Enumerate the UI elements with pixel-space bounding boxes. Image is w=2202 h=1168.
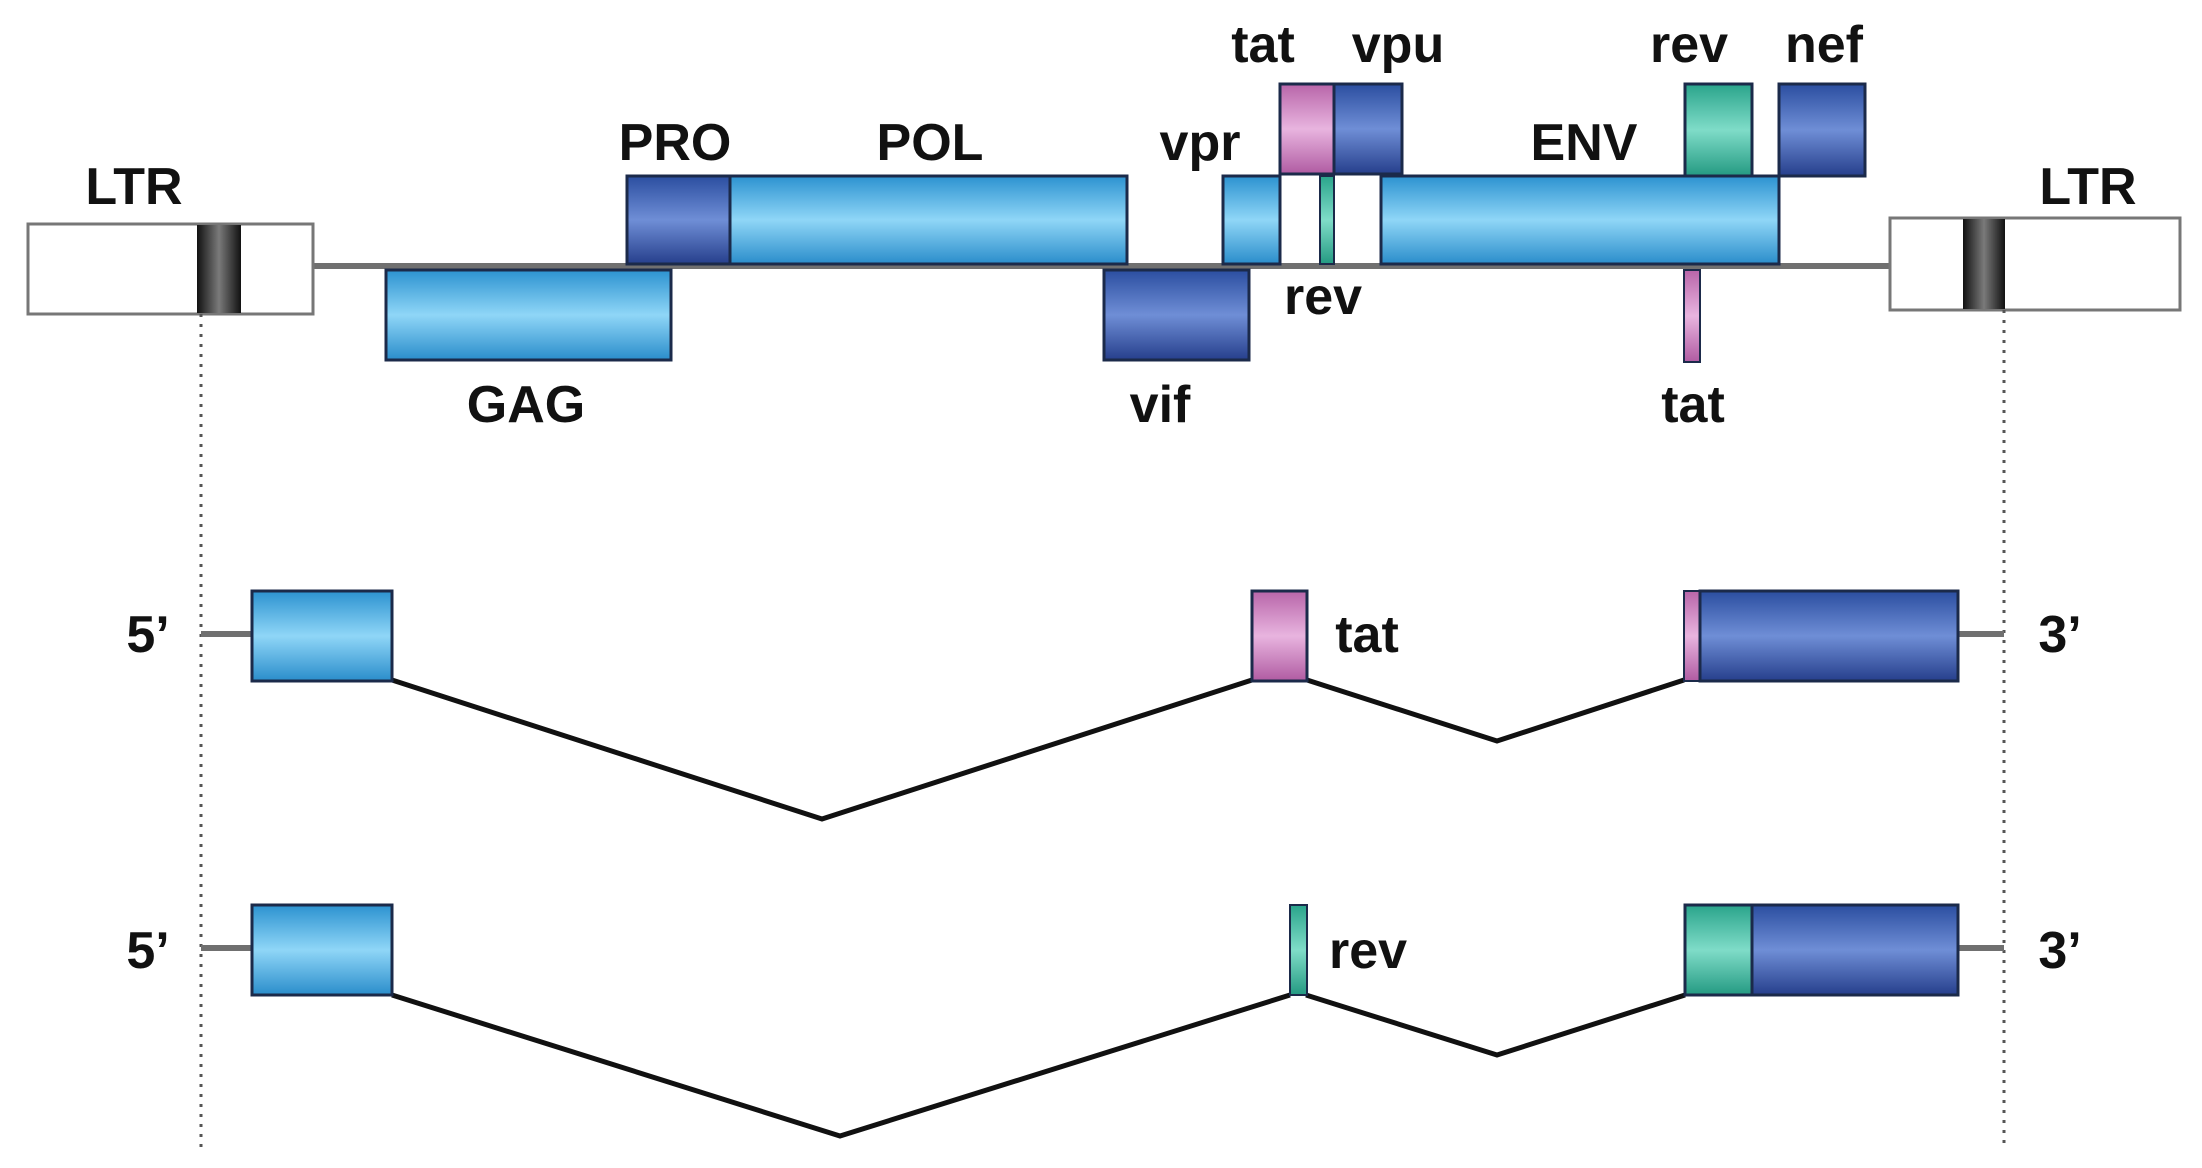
gene-vpu bbox=[1332, 82, 1404, 176]
transcript-tat-exon-nef bbox=[1698, 589, 1960, 683]
label-ltr-left: LTR bbox=[85, 158, 182, 216]
ltr-left-box bbox=[26, 222, 315, 316]
gene-rev-exon1 bbox=[1319, 175, 1335, 265]
transcript-rev-exon-leader bbox=[250, 903, 394, 997]
label-nef: nef bbox=[1785, 16, 1864, 74]
gene-gag bbox=[384, 268, 673, 362]
transcript-rev-exon-rev bbox=[1289, 904, 1308, 996]
label-vpu: vpu bbox=[1352, 16, 1444, 74]
ltr-right-box bbox=[1888, 216, 2182, 312]
gene-nef bbox=[1777, 82, 1867, 178]
transcript-tat-exon-label: tat bbox=[1335, 606, 1399, 664]
gene-vif bbox=[1102, 268, 1251, 362]
gene-env bbox=[1379, 174, 1781, 266]
label-pro: PRO bbox=[619, 114, 732, 172]
transcript-rev-exon-rev2 bbox=[1683, 903, 1754, 997]
transcript-tat-intron-2 bbox=[1306, 677, 1685, 744]
label-tat-exon2: tat bbox=[1661, 376, 1725, 434]
label-pol: POL bbox=[877, 114, 984, 172]
transcript-tat: 5’ 3’ tat bbox=[126, 589, 2082, 822]
gene-tat-exon1 bbox=[1278, 82, 1336, 176]
ltr-left-marker bbox=[197, 225, 241, 313]
gene-rev-exon2 bbox=[1683, 82, 1754, 178]
label-ltr-right: LTR bbox=[2039, 158, 2136, 216]
label-rev-exon1: rev bbox=[1284, 268, 1362, 326]
label-vif: vif bbox=[1130, 376, 1191, 434]
transcript-tat-intron-1 bbox=[391, 677, 1253, 822]
transcript-tat-exon-tat2 bbox=[1683, 590, 1701, 682]
transcript-rev-exon-nef bbox=[1750, 903, 1960, 997]
transcript-rev: 5’ 3’ rev bbox=[126, 903, 2082, 1139]
label-gag: GAG bbox=[467, 376, 585, 434]
label-env: ENV bbox=[1531, 114, 1638, 172]
transcript-tat-5prime-label: 5’ bbox=[126, 606, 169, 664]
label-vpr: vpr bbox=[1160, 114, 1241, 172]
transcript-rev-intron-2 bbox=[1305, 992, 1686, 1058]
gene-tat-exon2 bbox=[1683, 269, 1701, 363]
transcript-tat-exon-tat bbox=[1250, 589, 1309, 683]
gene-vpr bbox=[1221, 174, 1282, 266]
transcript-rev-intron-1 bbox=[391, 992, 1291, 1139]
label-tat-exon1: tat bbox=[1231, 16, 1295, 74]
transcript-rev-5prime-label: 5’ bbox=[126, 922, 169, 980]
label-rev-exon2: rev bbox=[1650, 16, 1728, 74]
transcript-rev-exon-label: rev bbox=[1329, 922, 1407, 980]
transcript-tat-3prime-label: 3’ bbox=[2038, 606, 2081, 664]
genome-map: LTR LTR GAG PRO POL vif vpr tat vpu rev … bbox=[26, 16, 2182, 434]
transcript-tat-exon-leader bbox=[250, 589, 394, 683]
gene-pol bbox=[728, 174, 1129, 266]
transcript-rev-3prime-label: 3’ bbox=[2038, 922, 2081, 980]
gene-pro bbox=[625, 174, 732, 266]
ltr-right-marker bbox=[1963, 219, 2005, 309]
